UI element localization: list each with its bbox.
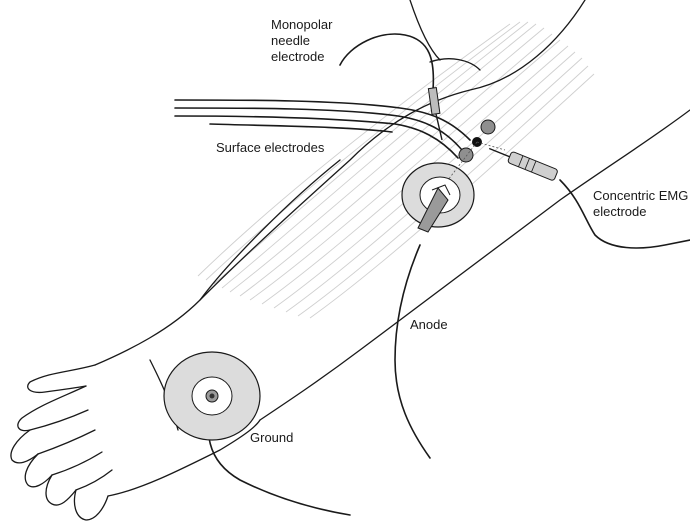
monopolar-needle bbox=[428, 88, 442, 140]
ground-label: Ground bbox=[250, 430, 293, 446]
concentric-electrode-label: Concentric EMG electrode bbox=[593, 188, 690, 220]
anode-pad bbox=[402, 163, 474, 232]
surface-electrodes-label: Surface electrodes bbox=[216, 140, 324, 156]
monopolar-needle-label: Monopolar needle electrode bbox=[271, 17, 351, 65]
ground-pad bbox=[164, 352, 260, 440]
arm-outline bbox=[11, 0, 690, 520]
anode-label: Anode bbox=[410, 317, 448, 333]
